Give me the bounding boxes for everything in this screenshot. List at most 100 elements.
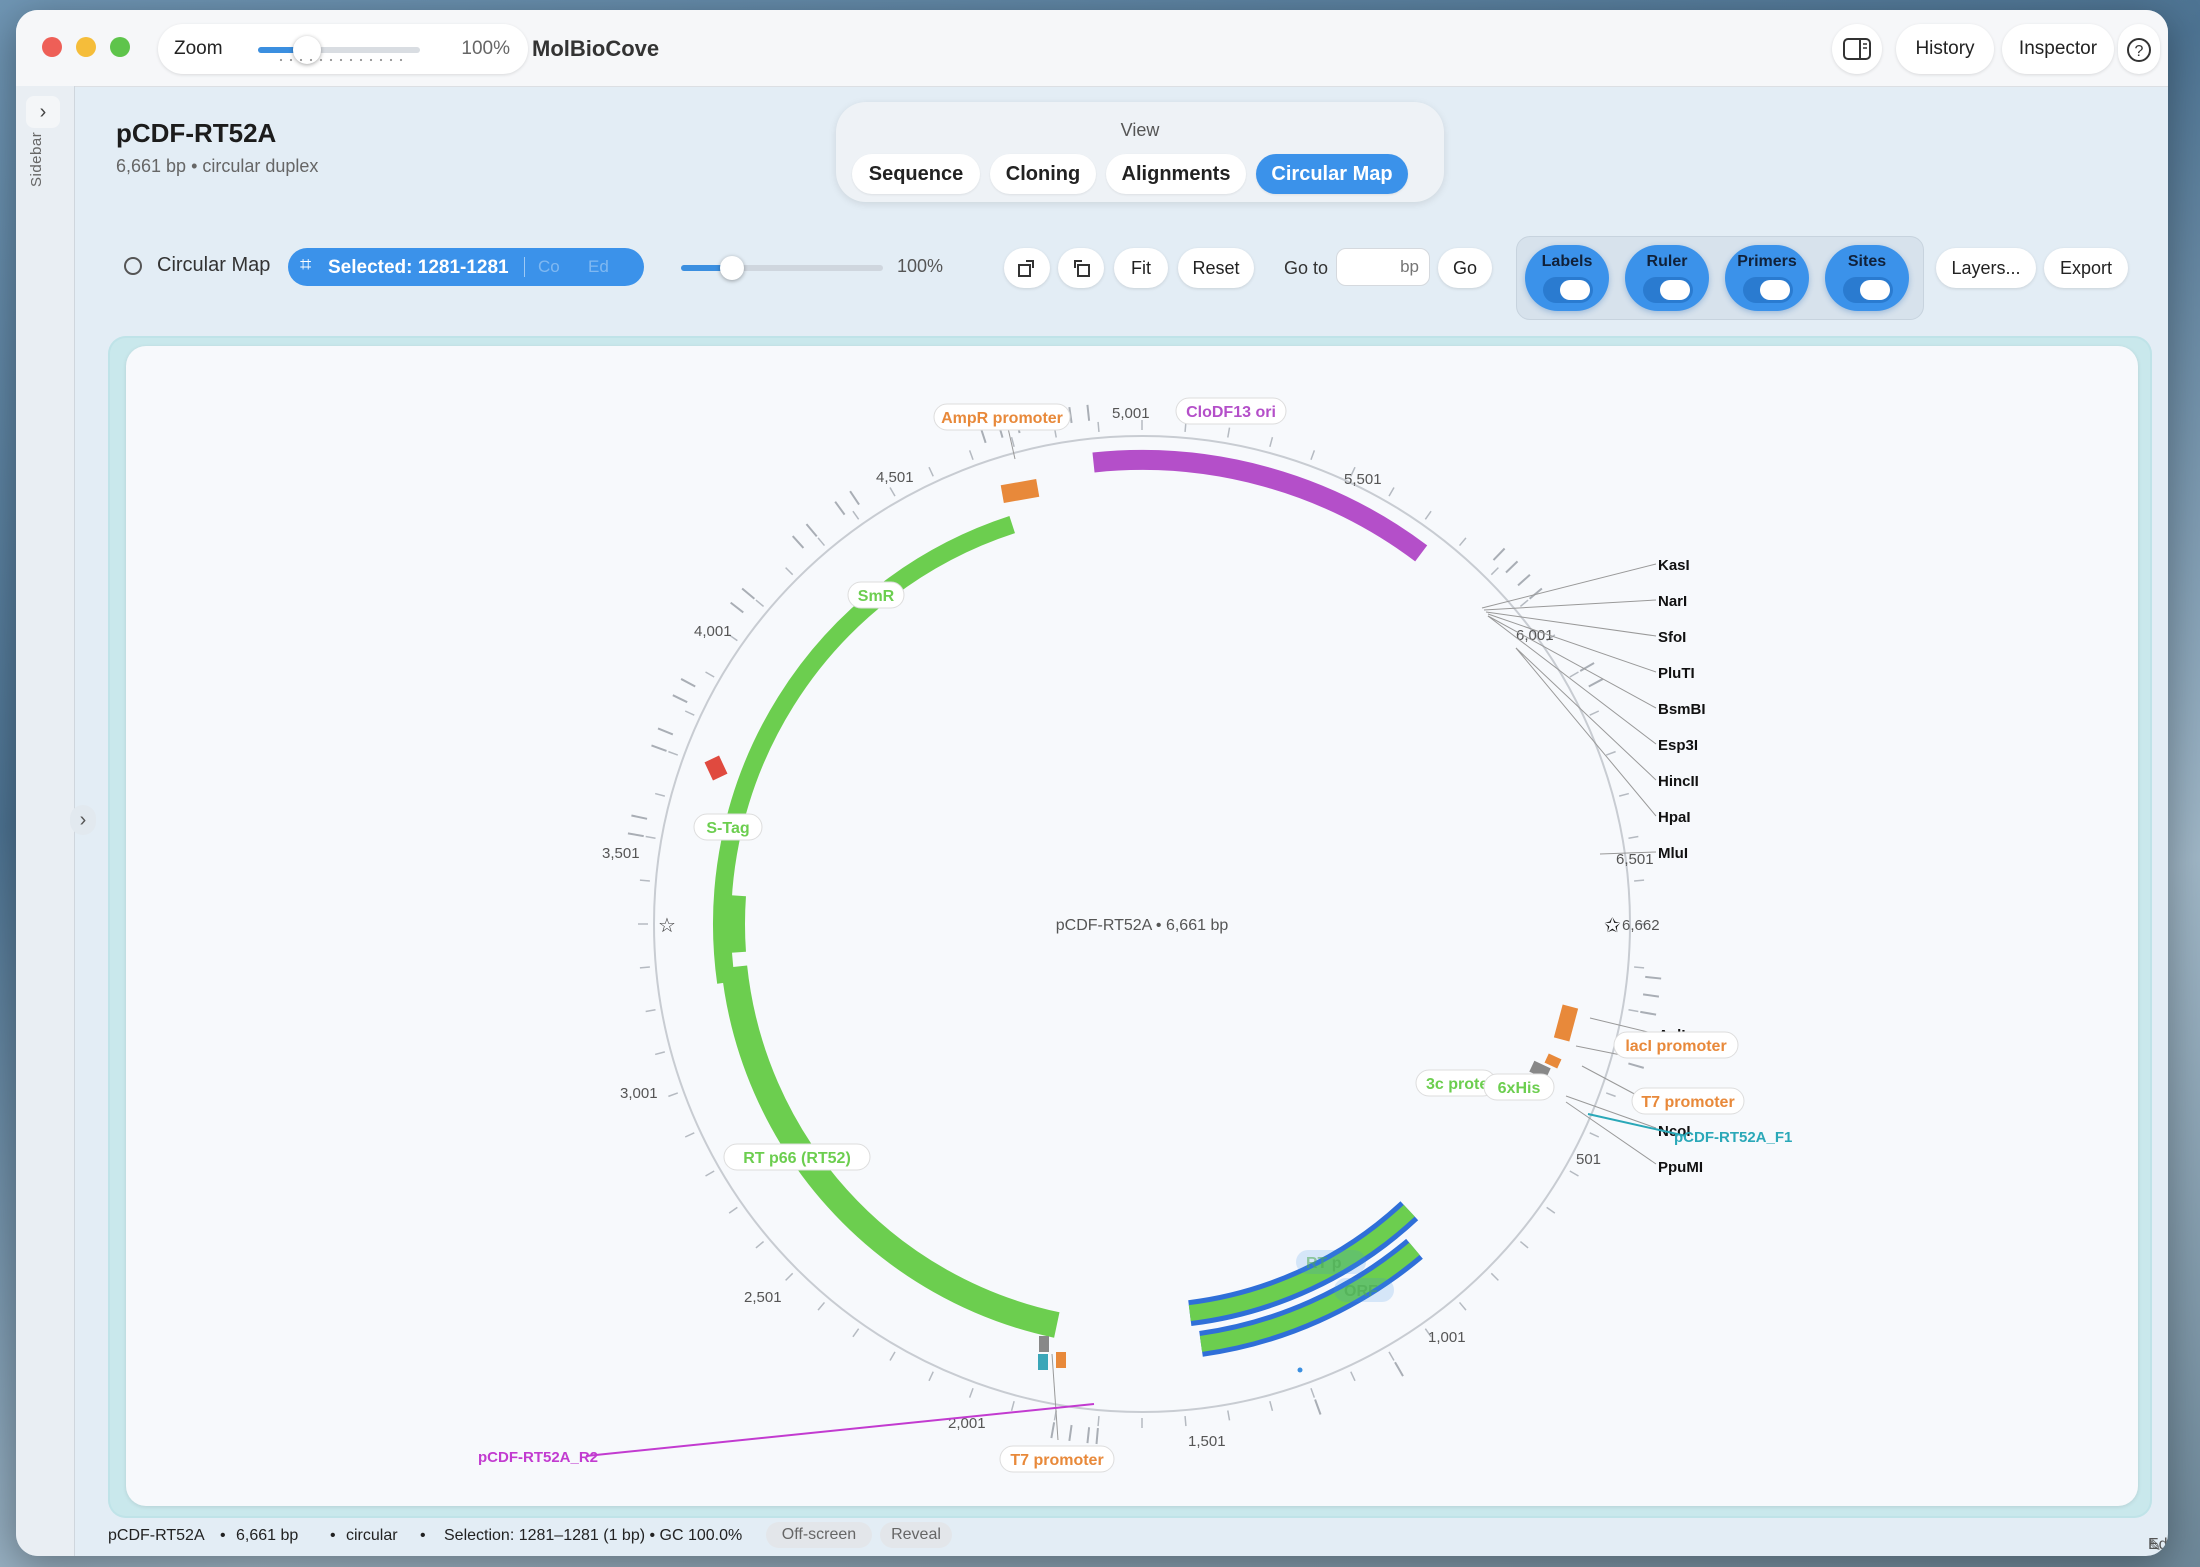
copy-selection-button[interactable]: Co xyxy=(538,257,560,276)
rotate-right-button[interactable] xyxy=(1058,248,1104,288)
feature-teal-marker-bottom[interactable] xyxy=(1038,1354,1048,1370)
map-zoom-knob[interactable] xyxy=(719,256,744,280)
label-t7-promoter-bottom[interactable]: T7 promoter xyxy=(1010,1452,1103,1469)
feature-rt-p66[interactable] xyxy=(719,894,1060,1338)
ruler-label: 6,501 xyxy=(1616,851,1654,868)
goto-input[interactable] xyxy=(1336,248,1430,286)
label-rt-p[interactable]: RT p xyxy=(1306,1255,1342,1272)
ruler-tick xyxy=(1424,510,1432,520)
primer-f1-label[interactable]: pCDF-RT52A_F1 xyxy=(1674,1129,1792,1146)
sidebar: › Sidebar xyxy=(16,86,75,1556)
tab-alignments[interactable]: Alignments xyxy=(1106,154,1246,194)
tab-sequence[interactable]: Sequence xyxy=(852,154,980,194)
site-label-ppumi[interactable]: PpuMI xyxy=(1658,1159,1703,1176)
feature-t7-promoter-bottom[interactable] xyxy=(1056,1352,1066,1368)
reveal-button[interactable]: Reveal xyxy=(880,1522,952,1548)
offscreen-badge: Off-screen xyxy=(766,1522,872,1548)
label-3c-protease[interactable]: 3c prote xyxy=(1426,1076,1488,1093)
label-6xhis[interactable]: 6xHis xyxy=(1498,1080,1541,1097)
go-button[interactable]: Go xyxy=(1438,248,1492,288)
label-rt-p66[interactable]: RT p66 (RT52) xyxy=(743,1150,851,1167)
sites-toggle[interactable]: Sites xyxy=(1825,245,1909,311)
expand-panel-button[interactable]: › xyxy=(70,805,96,835)
label-smr[interactable]: SmR xyxy=(858,588,895,605)
site-tick xyxy=(1068,406,1073,424)
status-bar: pCDF-RT52A • 6,661 bp • circular • Selec… xyxy=(108,1518,2168,1555)
sidebar-toggle-button[interactable]: › xyxy=(26,96,60,128)
ruler-tick xyxy=(1546,634,1556,642)
feature-clodf13-ori[interactable] xyxy=(1092,449,1428,562)
tab-circular-map[interactable]: Circular Map xyxy=(1256,154,1408,194)
ruler-switch[interactable] xyxy=(1643,277,1693,303)
primers-toggle[interactable]: Primers xyxy=(1725,245,1809,311)
site-tick xyxy=(1492,547,1506,561)
ruler-tick xyxy=(817,537,826,547)
ruler-tick xyxy=(645,1009,656,1013)
history-button[interactable]: History xyxy=(1896,24,1994,74)
label-orf[interactable]: ORF xyxy=(1344,1283,1378,1300)
ruler-toggle[interactable]: Ruler xyxy=(1625,245,1709,311)
site-label-kasi[interactable]: KasI xyxy=(1658,557,1690,574)
feature-orf-selected[interactable] xyxy=(1199,1242,1420,1352)
layers-button[interactable]: Layers... xyxy=(1936,248,2036,288)
ruler-tick xyxy=(1519,599,1529,608)
label-t7-promoter-right[interactable]: T7 promoter xyxy=(1641,1094,1734,1111)
ruler-tick xyxy=(1589,1132,1600,1138)
export-button[interactable]: Export xyxy=(2044,248,2128,288)
plasmid-map[interactable]: 501 1,001 1,501 2,001 2,501 3,001 3,501 … xyxy=(126,346,2138,1506)
map-zoom-slider[interactable] xyxy=(681,256,883,280)
origin-star-icon[interactable]: ✩ xyxy=(1604,915,1621,937)
site-label-esp3i[interactable]: Esp3I xyxy=(1658,737,1698,754)
ruler-tick xyxy=(684,710,695,716)
close-window-button[interactable] xyxy=(42,37,62,57)
feature-red-marker[interactable] xyxy=(704,755,728,781)
map-canvas[interactable]: 501 1,001 1,501 2,001 2,501 3,001 3,501 … xyxy=(126,346,2138,1506)
fit-button[interactable]: Fit xyxy=(1114,248,1168,288)
ruler-tick xyxy=(1227,1410,1231,1421)
ruler-tick xyxy=(817,1301,826,1311)
rotate-left-button[interactable] xyxy=(1004,248,1050,288)
primer-r2-label[interactable]: pCDF-RT52A_R2 xyxy=(478,1449,598,1466)
feature-grey-marker-bottom[interactable] xyxy=(1039,1336,1049,1352)
site-label-sfoi[interactable]: SfoI xyxy=(1658,629,1686,646)
origin-star-icon[interactable]: ☆ xyxy=(658,915,676,937)
site-label-pluti[interactable]: PluTI xyxy=(1658,665,1695,682)
inspector-button[interactable]: Inspector xyxy=(2002,24,2114,74)
primers-switch[interactable] xyxy=(1743,277,1793,303)
ruler-tick xyxy=(1227,427,1231,438)
map-mode-radio[interactable] xyxy=(124,257,142,275)
feature-t7-promoter-right[interactable] xyxy=(1544,1053,1562,1069)
edit-selection-button[interactable]: Ed xyxy=(588,257,609,276)
feature-ampr-promoter[interactable] xyxy=(1000,479,1040,503)
labels-toggle[interactable]: Labels xyxy=(1525,245,1609,311)
site-label-nari[interactable]: NarI xyxy=(1658,593,1687,610)
label-ampr-promoter[interactable]: AmpR promoter xyxy=(941,410,1063,427)
tab-cloning[interactable]: Cloning xyxy=(990,154,1096,194)
toggle-panel-button[interactable] xyxy=(1832,24,1882,74)
feature-laci-promoter[interactable] xyxy=(1553,1004,1579,1042)
site-label-bsmbi[interactable]: BsmBI xyxy=(1658,701,1706,718)
maximize-window-button[interactable] xyxy=(110,37,130,57)
label-s-tag[interactable]: S-Tag xyxy=(706,820,749,837)
ruler-label: 5,501 xyxy=(1344,471,1382,488)
selection-pill[interactable]: ⌗ Selected: 1281-1281 Co Ed xyxy=(288,248,644,286)
minimize-window-button[interactable] xyxy=(76,37,96,57)
ruler-label: 5,001 xyxy=(1112,405,1150,422)
site-tick xyxy=(849,490,860,506)
ruler-tick xyxy=(1424,1328,1432,1338)
ruler-tick xyxy=(968,450,974,461)
help-button[interactable]: ? xyxy=(2118,24,2160,74)
site-label-mlui[interactable]: MluI xyxy=(1658,845,1688,862)
feature-rt-p-selected[interactable] xyxy=(1188,1204,1415,1322)
labels-switch[interactable] xyxy=(1543,277,1593,303)
reset-button[interactable]: Reset xyxy=(1178,248,1254,288)
site-label-hincii[interactable]: HincII xyxy=(1658,773,1699,790)
label-laci-promoter[interactable]: lacI promoter xyxy=(1625,1038,1726,1055)
sites-switch[interactable] xyxy=(1843,277,1893,303)
label-clodf13-ori[interactable]: CloDF13 ori xyxy=(1186,404,1276,421)
site-label-hpai[interactable]: HpaI xyxy=(1658,809,1691,826)
rotate-right-icon xyxy=(1074,260,1090,277)
zoom-slider[interactable] xyxy=(258,36,420,64)
zoom-slider-ticks xyxy=(276,58,406,62)
ruler-tick xyxy=(785,567,794,576)
